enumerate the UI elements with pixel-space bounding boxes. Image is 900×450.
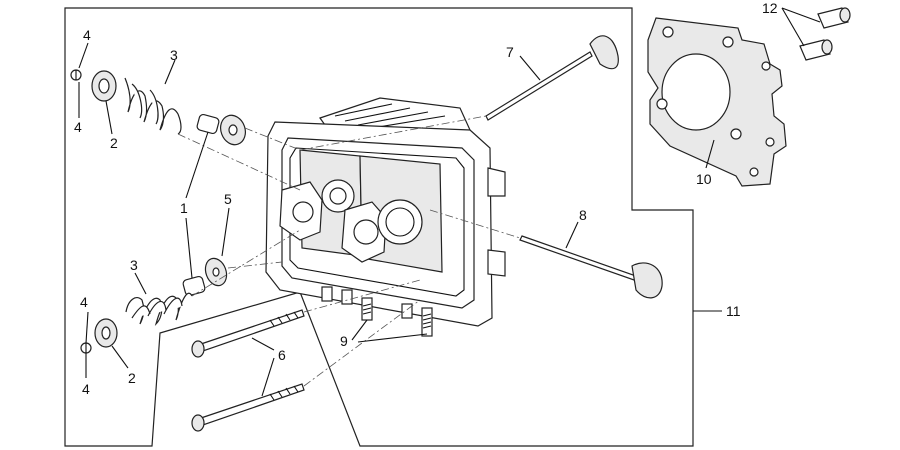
leader-lines (78, 7, 821, 397)
callout-11: 11 (726, 303, 741, 319)
cylinder-head (265, 97, 506, 337)
callout-8: 8 (579, 207, 587, 223)
upper-valve-seal (220, 114, 246, 146)
intake-valve (485, 35, 619, 121)
lower-valve-guide (182, 275, 206, 297)
callout-7: 7 (506, 44, 514, 60)
callout-4-bottom-lower: 4 (82, 381, 90, 397)
head-gasket (647, 17, 787, 187)
head-bolt-lower (191, 383, 305, 432)
lower-valve-cotters (80, 342, 92, 354)
lower-spring-retainer (94, 318, 118, 348)
upper-valve-spring (124, 77, 182, 135)
callout-3-bottom: 3 (130, 257, 138, 273)
callout-1-a: 1 (180, 200, 188, 216)
exhaust-valve (519, 235, 663, 299)
head-bolt-upper (191, 309, 305, 358)
assembly-frame (64, 7, 694, 447)
callout-9: 9 (340, 333, 348, 349)
callout-10: 10 (696, 171, 712, 187)
callout-3-top: 3 (170, 47, 178, 63)
assembly-lines (177, 115, 521, 387)
lower-valve-spring (125, 292, 193, 327)
callout-6: 6 (278, 347, 286, 363)
upper-spring-retainer (91, 70, 117, 102)
callout-labels: 4 4 2 3 1 1 5 3 4 4 2 6 9 7 8 10 11 12 (74, 0, 778, 397)
callout-4-top: 4 (83, 27, 91, 43)
callout-4-bottom: 4 (80, 294, 88, 310)
upper-valve-cotters (70, 69, 82, 81)
callout-4-top-lower: 4 (74, 119, 82, 135)
callout-12: 12 (762, 0, 778, 16)
lower-valve-seal (204, 257, 228, 287)
callout-2-bottom: 2 (128, 370, 136, 386)
upper-valve-guide (196, 113, 220, 135)
callout-2-top: 2 (110, 135, 118, 151)
dowel-pins (799, 7, 851, 61)
callout-5: 5 (224, 191, 232, 207)
